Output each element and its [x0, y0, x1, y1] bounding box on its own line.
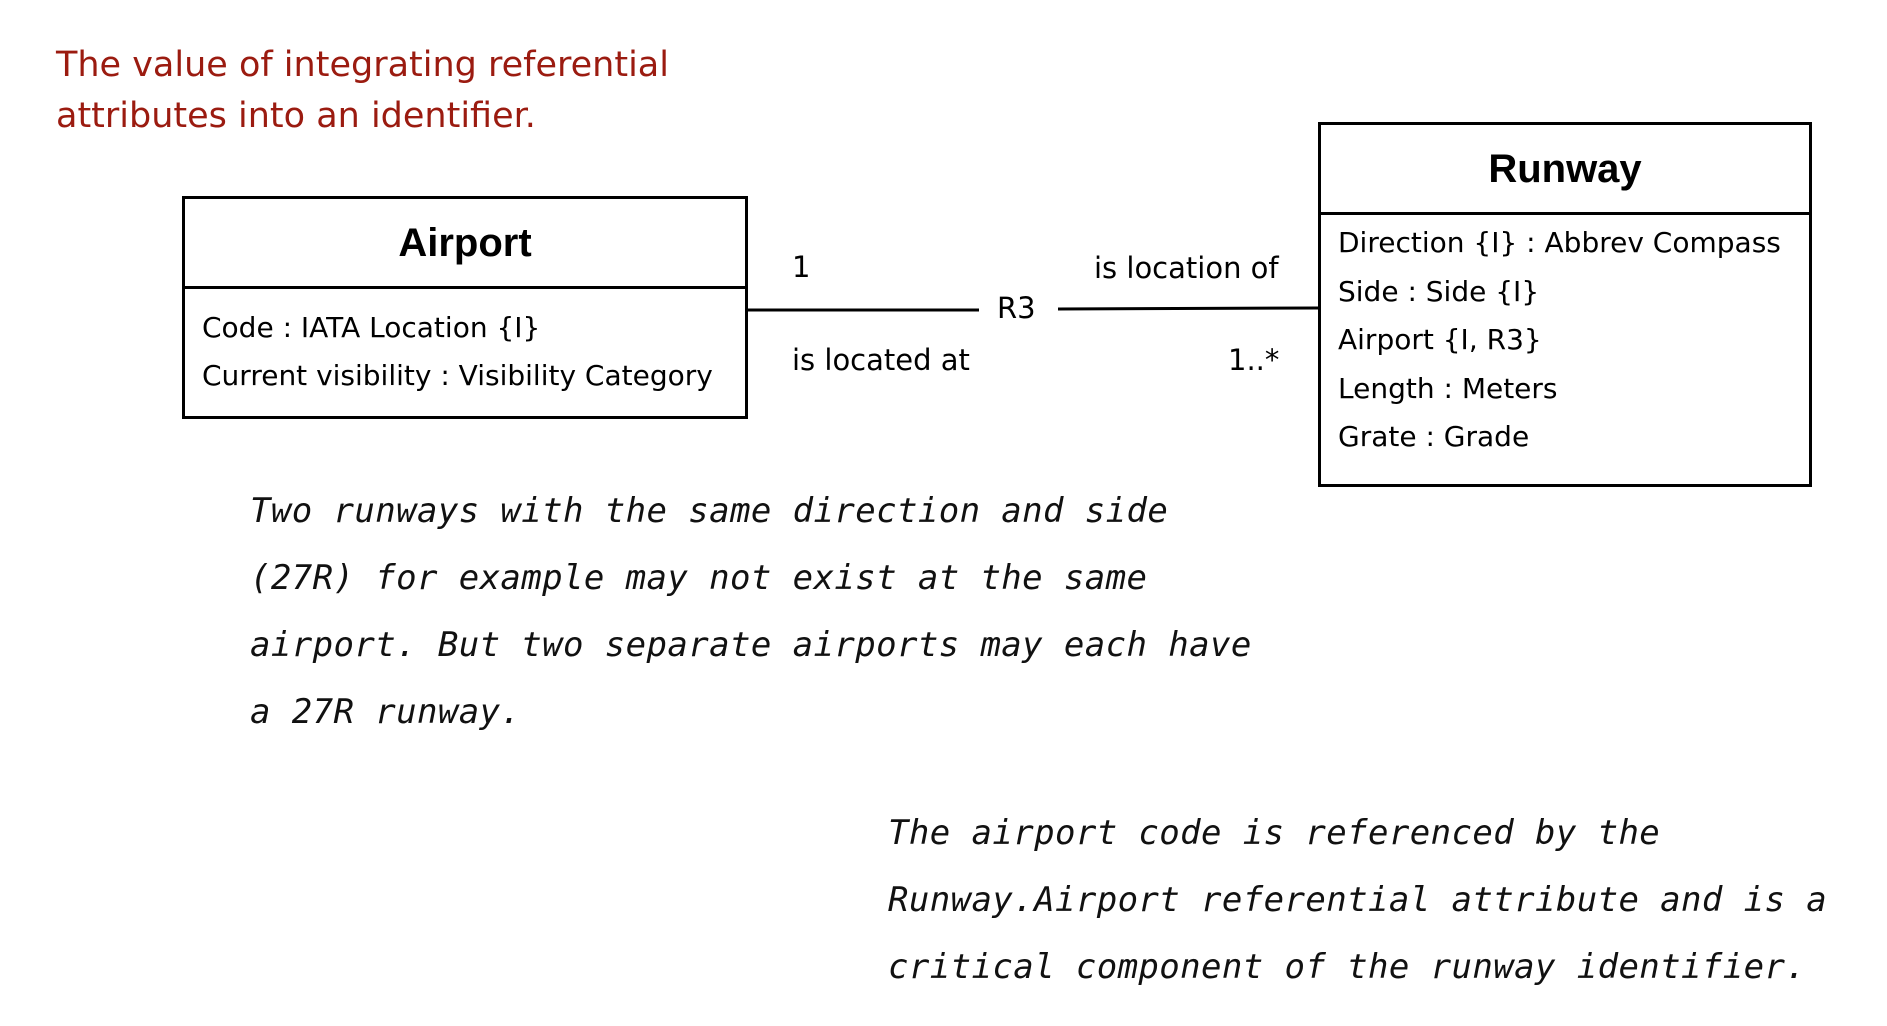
note-referential-attribute: The airport code is referenced by the Ru… [888, 800, 1827, 1001]
association-name-r3: R3 [997, 291, 1036, 325]
runway-verb-phrase: is location of [1094, 251, 1279, 285]
note-1-line-2: (27R) for example may not exist at the s… [250, 558, 1148, 598]
airport-attribute-code: Code : IATA Location {I} [202, 311, 541, 344]
airport-attribute-list: Code : IATA Location {I} Current visibil… [185, 289, 745, 400]
runway-class-name: Runway [1321, 125, 1809, 215]
airport-multiplicity: 1 [792, 250, 811, 284]
runway-attribute-list: Direction {I} : Abbrev Compass Side : Si… [1321, 215, 1809, 462]
slide-title-line-2: attributes into an identifier. [56, 96, 536, 136]
runway-attribute-side: Side : Side {I} [1338, 274, 1540, 308]
note-runway-uniqueness: Two runways with the same direction and … [250, 478, 1252, 746]
airport-class-name: Airport [185, 199, 745, 289]
runway-attribute-airport: Airport {I, R3} [1338, 323, 1542, 356]
note-2-line-2: Runway.Airport referential attribute and… [888, 880, 1828, 920]
note-2-line-3: critical component of the runway identif… [888, 947, 1807, 987]
note-2-line-1: The airport code is referenced by the [888, 813, 1661, 853]
airport-attribute-current-visibility: Current visibility : Visibility Category [202, 359, 713, 392]
note-1-line-4: a 27R runway. [250, 692, 522, 732]
slide-title-line-1: The value of integrating referential [56, 45, 669, 85]
note-1-line-1: Two runways with the same direction and … [250, 491, 1169, 531]
runway-attribute-direction: Direction {I} : Abbrev Compass [1338, 226, 1781, 259]
association-line-right [1057, 306, 1319, 311]
runway-class[interactable]: Runway Direction {I} : Abbrev Compass Si… [1318, 122, 1812, 487]
slide-title: The value of integrating referential att… [56, 40, 776, 142]
note-1-line-3: airport. But two separate airports may e… [250, 625, 1252, 665]
airport-verb-phrase: is located at [792, 343, 970, 377]
runway-attribute-grate: Grate : Grade [1338, 420, 1530, 453]
runway-multiplicity: 1..* [1228, 343, 1280, 377]
airport-class[interactable]: Airport Code : IATA Location {I} Current… [182, 196, 748, 419]
runway-attribute-length: Length : Meters [1338, 371, 1558, 405]
